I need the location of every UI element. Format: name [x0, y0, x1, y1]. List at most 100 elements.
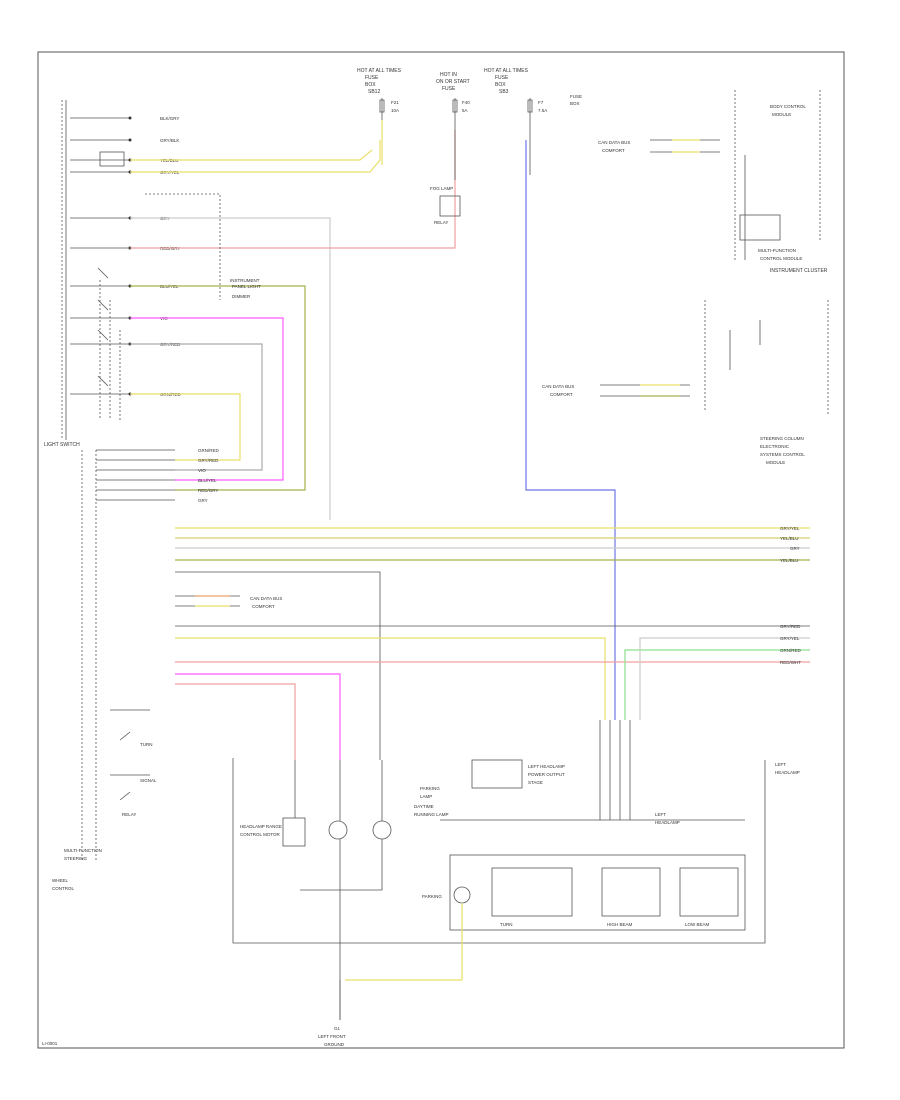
daytime-running-label-1: DAYTIME: [414, 804, 434, 809]
wheel-control-label-4: CONTROL: [52, 886, 74, 891]
dimmer-label-3: DIMMER: [232, 294, 251, 299]
wheel-control-label-2: STEERING: [64, 856, 88, 861]
cluster-module-label-1: MULTI-FUNCTION: [758, 248, 796, 253]
power-module-label-1: LEFT HEADLAMP: [528, 764, 565, 769]
cluster-bus-label-1: CAN DATA BUS: [598, 140, 630, 145]
high-beam-box: [601, 867, 661, 917]
fuse-rating-1: 10A: [391, 108, 399, 113]
range-motor-label-1: HEADLAMP RANGE: [240, 824, 282, 829]
fuse-id-3: F7: [538, 100, 544, 105]
diagram-frame: [37, 51, 845, 1049]
fuse-box-label-2: BOX: [570, 101, 580, 106]
dimmer-label-2: PANEL LIGHT: [232, 284, 261, 289]
right-edge-label-7: GRN/RED: [780, 648, 802, 653]
light-switch-label: LIGHT SWITCH: [44, 442, 80, 448]
high-box-label: HIGH BEAM: [607, 922, 633, 927]
turn-signal-label-2: SIGNAL: [140, 778, 157, 783]
light-switch-wire-labels: BLK/GRY GRY/BLK YEL/BLU GRY/YEL GRY RED/…: [160, 116, 182, 397]
steering-label-1: STEERING COLUMN: [760, 436, 804, 441]
steering-label-4: MODULE: [766, 460, 785, 465]
harness-label-5: RED/GRY: [198, 488, 218, 493]
wire-blue-supply: [525, 140, 616, 720]
steering-label-3: SYSTEMS CONTROL: [760, 452, 805, 457]
supply-right-line-3: BOX: [495, 82, 506, 88]
supply-left-line-4: SB12: [368, 89, 380, 95]
supply-center-line-3: FUSE: [442, 86, 456, 92]
supply-left: HOT AT ALL TIMES FUSE BOX SB12 F21 10A: [357, 68, 402, 113]
supply-left-line-2: FUSE: [365, 75, 379, 81]
right-edge-label-4: YEL/BLU: [780, 558, 799, 563]
parking-lamp-label-2: LAMP: [420, 794, 432, 799]
power-module-label-2: POWER OUTPUT: [528, 772, 565, 777]
page-code: LI-0001: [42, 1041, 58, 1046]
fog-relay-label-2: RELAY: [434, 220, 448, 225]
harness-label-3: VIO: [198, 468, 206, 473]
bus-left-label-1: CAN DATA BUS: [250, 596, 282, 601]
wire-red-gry-1: [130, 130, 456, 249]
light-switch: LIGHT SWITCH: [44, 100, 132, 448]
wheel-control-label-3: WHEEL: [52, 878, 69, 883]
fog-relay-lower-label: RELAY: [122, 812, 136, 817]
steering-wheel-control: TURN SIGNAL RELAY MULTI-FUNCTION STEERIN…: [52, 709, 157, 891]
turn-box-label: TURN: [500, 922, 513, 927]
wire-gry-yel-1: [130, 140, 381, 173]
turn-signal-label-1: TURN: [140, 742, 153, 747]
steering-column-module: CAN DATA BUS COMFORT STEERING COLUMN ELE…: [542, 300, 829, 465]
cluster-label-2: MODULE: [772, 112, 791, 117]
harness-label-2: GRY/RED: [198, 458, 219, 463]
supply-right: HOT AT ALL TIMES FUSE BOX SB3 F7 7.5A FU…: [484, 68, 582, 113]
wire-blu-yel-1: [130, 285, 306, 491]
fuse-f21: [379, 99, 385, 113]
left-headlamp-boundary: [232, 758, 766, 944]
harness-label-6: GRY: [198, 498, 208, 503]
low-box-label: LOW BEAM: [685, 922, 710, 927]
low-beam-lamp: [372, 820, 392, 840]
left-headlamp-label-2: HEADLAMP: [775, 770, 800, 775]
power-output-label-2: HEADLAMP: [655, 820, 680, 825]
range-motor-label-2: CONTROL MOTOR: [240, 832, 281, 837]
harness-label-4: BLU/YEL: [198, 478, 217, 483]
ground-label-1: G1: [334, 1026, 341, 1031]
parking-lamp-bulb: [453, 886, 471, 904]
high-beam-lamp: [328, 820, 348, 840]
wire-vio-1: [130, 317, 284, 481]
cluster-bus-label-2: COMFORT: [602, 148, 625, 153]
low-beam-box: [679, 867, 739, 917]
right-edge-label-5: GRY/RED: [780, 624, 801, 629]
fuse-rating-2: 5A: [462, 108, 468, 113]
wire-gry-1: [130, 217, 331, 520]
right-edge-label-8: RED/WHT: [780, 660, 801, 665]
wheel-control-label-1: MULTI-FUNCTION: [64, 848, 102, 853]
fuse-id-1: F21: [391, 100, 399, 105]
supply-right-line-4: SB3: [499, 89, 509, 95]
cluster-module-label-2: CONTROL MODULE: [760, 256, 802, 261]
supply-left-line-3: BOX: [365, 82, 376, 88]
instrument-cluster-label: INSTRUMENT CLUSTER: [770, 268, 828, 274]
power-module-label-3: STAGE: [528, 780, 543, 785]
fuse-id-2: F40: [462, 100, 470, 105]
horizontal-bus: CAN DATA BUS COMFORT GRY/YEL YEL/BLU GRY…: [175, 526, 810, 760]
supply-center-line-1: HOT IN: [440, 72, 457, 78]
ground-label-3: GROUND: [324, 1042, 345, 1047]
ground: G1 LEFT FRONT GROUND: [318, 980, 346, 1047]
right-edge-label-6: GRY/YEL: [780, 636, 800, 641]
headlamp-range-motor: [282, 817, 306, 847]
switch-harness: GRN/RED GRY/RED VIO BLU/YEL RED/GRY GRY: [81, 448, 220, 860]
steering-label-2: ELECTRONIC: [760, 444, 790, 449]
steering-bus-label-1: CAN DATA BUS: [542, 384, 574, 389]
cluster-label-1: BODY CONTROL: [770, 104, 806, 109]
wire-grn-red-1: [130, 393, 241, 461]
wire-gry-red-1: [130, 343, 263, 471]
left-headlamp-label-1: LEFT: [775, 762, 786, 767]
bus-left-label-2: COMFORT: [252, 604, 275, 609]
harness-label-1: GRN/RED: [198, 448, 220, 453]
fuse-box-label-1: FUSE: [570, 94, 582, 99]
supply-left-line-1: HOT AT ALL TIMES: [357, 68, 402, 74]
fuse-rating-3: 7.5A: [538, 108, 547, 113]
parking-lamp-label-1: PARKING: [420, 786, 440, 791]
wire-yel-blu-1: [130, 149, 373, 161]
supply-center-line-2: ON OR START: [436, 79, 470, 85]
right-edge-label-2: YEL/BLU: [780, 536, 799, 541]
right-edge-label-1: GRY/YEL: [780, 526, 800, 531]
